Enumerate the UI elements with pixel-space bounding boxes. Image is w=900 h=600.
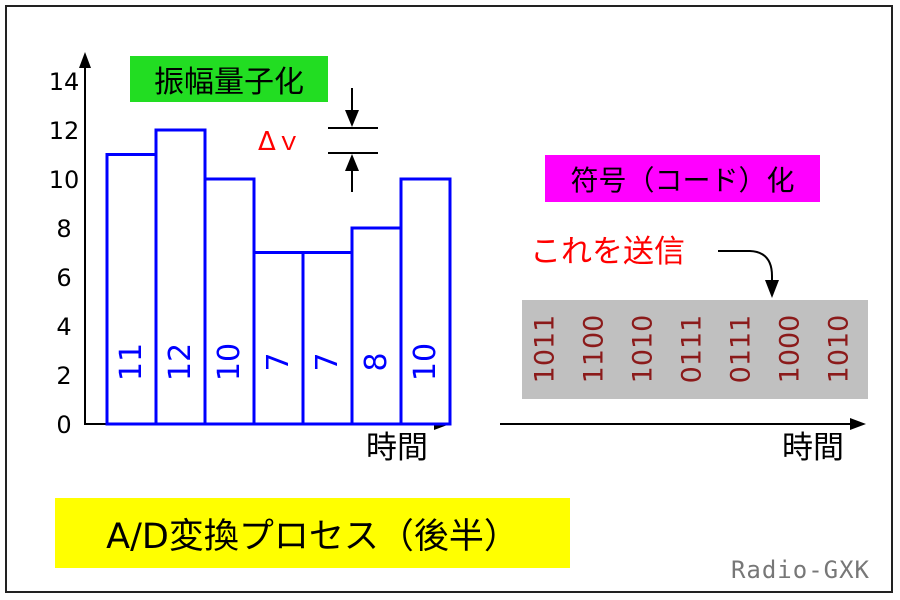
process-title-label: A/D変換プロセス（後半） (55, 498, 570, 568)
encoding-label: 符号（コード）化 (545, 155, 820, 202)
binary-code: 0111 (726, 315, 757, 384)
y-tick-label: 10 (49, 166, 80, 194)
bar-value-label: 11 (114, 343, 149, 381)
bar-value-label: 10 (408, 343, 443, 381)
transmit-arrow (718, 250, 773, 282)
delta-arrow-down-icon (345, 110, 359, 127)
x-axis-right-arrowhead (850, 418, 866, 430)
amplitude-quantization-label: 振幅量子化 (130, 56, 328, 102)
amplitude-quantization-text: 振幅量子化 (154, 65, 304, 100)
binary-code: 1000 (775, 315, 806, 384)
bar (301, 251, 354, 426)
binary-code: 0111 (677, 315, 708, 384)
delta-v-label: Δｖ (258, 127, 302, 157)
bar-value-label: 7 (310, 352, 345, 371)
encoding-text: 符号（コード）化 (570, 163, 795, 197)
time-axis-label-right: 時間 (782, 430, 844, 466)
transmit-arrowhead-icon (765, 280, 779, 298)
code-block (522, 300, 868, 399)
transmit-label: これを送信 (530, 234, 685, 270)
bar-value-label: 7 (261, 352, 296, 371)
y-tick-label: 14 (49, 68, 80, 96)
binary-code: 1011 (530, 315, 561, 384)
credit-text: Radio-GXK (730, 556, 870, 584)
bar (252, 251, 305, 426)
bar-value-label: 10 (212, 343, 247, 381)
y-tick-label: 12 (49, 117, 80, 145)
bar (399, 177, 452, 426)
y-tick-label: 4 (56, 313, 71, 341)
y-tick-label: 8 (56, 215, 71, 243)
y-tick-label: 6 (56, 264, 71, 292)
y-tick-label: 2 (56, 362, 71, 390)
bar (105, 153, 158, 426)
time-axis-label-left: 時間 (366, 430, 428, 466)
y-axis-arrowhead (79, 52, 91, 68)
delta-arrow-up-icon (345, 154, 359, 171)
y-tick-label: 0 (56, 411, 71, 439)
binary-codes: 1011 1100 1010 0111 0111 1000 1010 (530, 315, 855, 384)
binary-code: 1010 (824, 315, 855, 384)
process-title-text: A/D変換プロセス（後半） (106, 516, 519, 557)
bar (203, 177, 256, 426)
bar (350, 226, 403, 426)
y-tick-labels: 0 2 4 6 8 10 12 14 (49, 68, 80, 439)
binary-code: 1010 (628, 315, 659, 384)
binary-code: 1100 (579, 315, 610, 384)
bar-value-label: 12 (163, 343, 198, 381)
diagram-frame (5, 5, 893, 593)
bar-value-label: 8 (359, 352, 394, 371)
